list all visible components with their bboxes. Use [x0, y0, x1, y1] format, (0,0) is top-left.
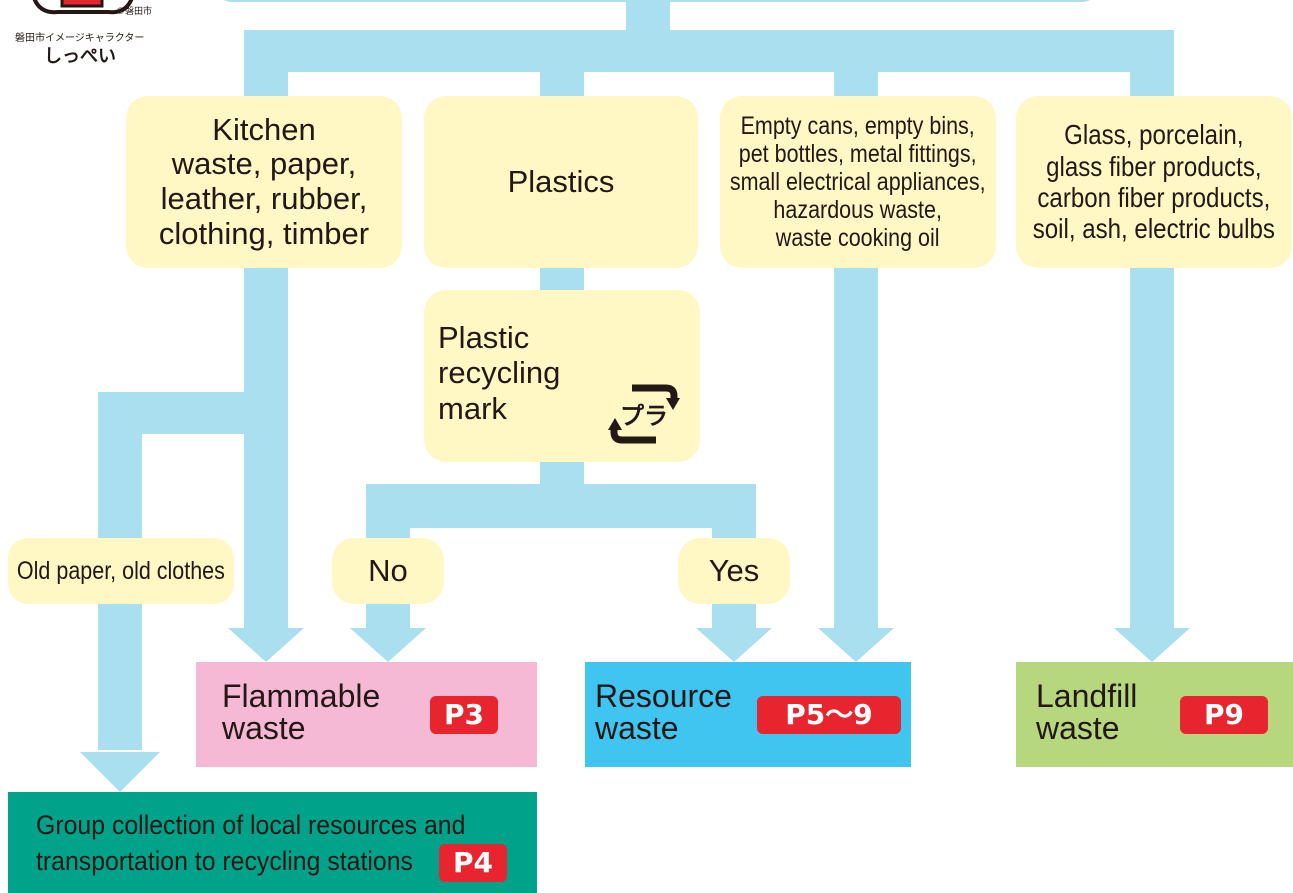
connector-no-down — [366, 600, 410, 630]
plastic-mark-question: Plastic recycling mark プラ — [424, 290, 700, 462]
resource-label: Resource waste — [595, 678, 732, 746]
arrow-kitchen-to-flammable — [228, 628, 304, 662]
connector-no-drop — [366, 484, 410, 544]
mascot-logo: ©磐田市 磐田市イメージキャラクター しっぺい — [0, 0, 170, 75]
connector-glass-down — [1130, 265, 1174, 630]
destination-group-collection: Group collection of local resources and … — [8, 792, 537, 893]
mascot-icon — [32, 0, 134, 15]
connector-old-paper-down — [98, 600, 142, 750]
connector-old-paper-drop — [98, 392, 142, 542]
arrow-yes-to-resource — [696, 628, 772, 662]
landfill-page-badge: P9 — [1180, 696, 1268, 734]
mascot-name: しっぺい — [44, 46, 116, 67]
connector-drop-glass — [1130, 30, 1174, 100]
connector-cans-down — [834, 265, 878, 630]
flammable-label: Flammable waste — [222, 678, 381, 746]
connector-drop-cans — [834, 30, 878, 100]
destination-resource: Resource waste P5～9 — [585, 662, 911, 767]
connector-yes-down — [712, 600, 756, 630]
pla-recycling-mark-icon: プラ — [608, 384, 680, 444]
category-kitchen: Kitchen waste, paper, leather, rubber, c… — [126, 96, 402, 268]
mascot-caption: 磐田市イメージキャラクター — [15, 33, 145, 44]
connector-drop-kitchen — [244, 30, 288, 100]
group-collection-label: Group collection of local resources and … — [36, 810, 466, 876]
connector-yes-drop — [712, 484, 756, 544]
category-glass: Glass, porcelain, glass fiber products, … — [1016, 96, 1292, 268]
landfill-label: Landfill waste — [1036, 678, 1138, 746]
connector-drop-plastics — [540, 30, 584, 100]
answer-yes: Yes — [678, 538, 790, 604]
connector-kitchen-down — [244, 265, 288, 630]
resource-page-badge: P5～9 — [757, 696, 901, 734]
top-category-box — [212, 0, 1102, 2]
arrow-no-to-flammable — [350, 628, 426, 662]
category-cans: Empty cans, empty bins, pet bottles, met… — [720, 96, 996, 268]
arrow-old-paper-to-group — [80, 752, 160, 792]
old-paper-clothes: Old paper, old clothes — [8, 538, 234, 604]
connector-yes-no-bar — [366, 484, 756, 528]
destination-landfill: Landfill waste P9 — [1016, 662, 1293, 767]
category-plastics: Plastics — [424, 96, 698, 268]
arrow-cans-to-resource — [818, 628, 894, 662]
answer-no: No — [332, 538, 444, 604]
mascot-copyright: ©磐田市 — [116, 7, 153, 17]
group-page-badge: P4 — [439, 844, 507, 882]
svg-text:プラ: プラ — [620, 402, 668, 430]
destination-flammable: Flammable waste P3 — [196, 662, 537, 767]
connector-top-bar — [244, 30, 1174, 72]
arrow-glass-to-landfill — [1114, 628, 1190, 662]
flammable-page-badge: P3 — [430, 696, 498, 734]
